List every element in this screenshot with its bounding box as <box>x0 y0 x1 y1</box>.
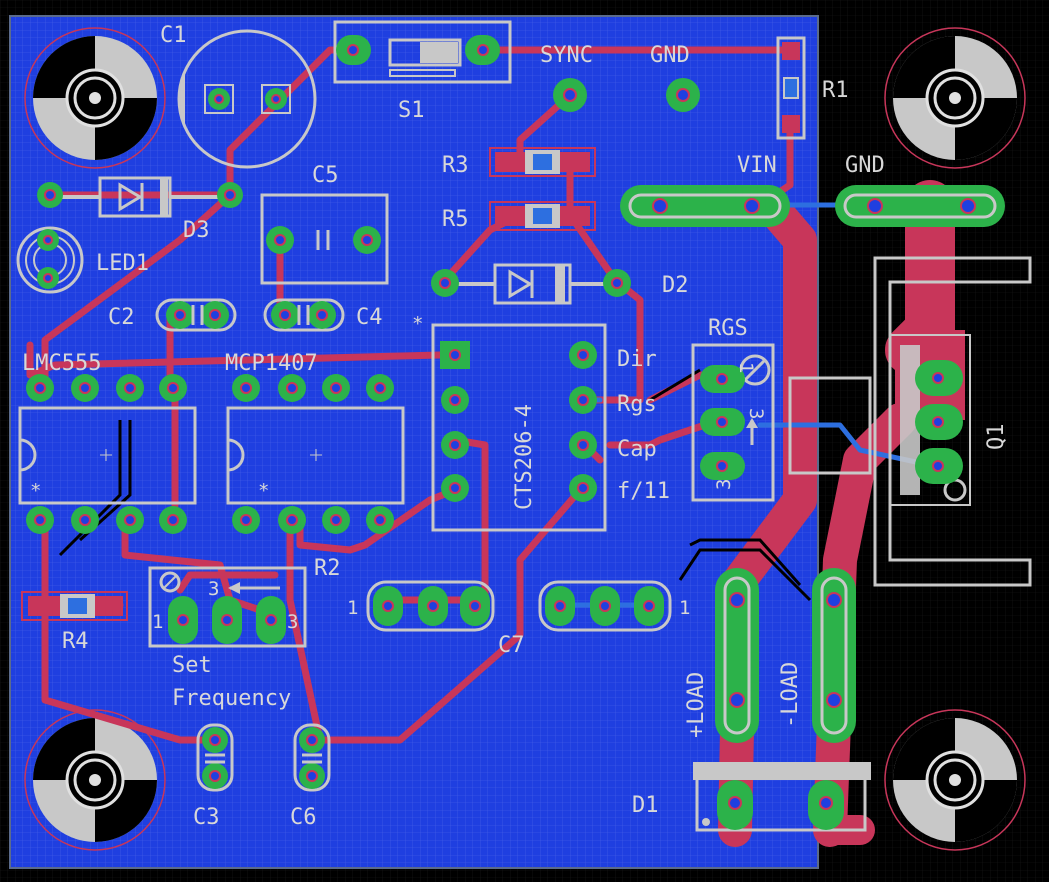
label-led1: LED1 <box>96 251 149 276</box>
label-pot-1: 1 <box>152 611 163 633</box>
capacitor-c2 <box>155 298 237 332</box>
label-r3: R3 <box>442 153 469 178</box>
diode-d2 <box>431 263 631 305</box>
label-cap: Cap <box>617 437 657 462</box>
label-c4: C4 <box>356 305 383 330</box>
label-r5: R5 <box>442 207 469 232</box>
capacitor-c4 <box>263 298 345 332</box>
label-rgs-pot-3: 3 <box>745 408 767 419</box>
label-vin: VIN <box>737 153 777 178</box>
label-rgs-pin: Rgs <box>617 392 657 417</box>
capacitor-c6 <box>293 723 331 792</box>
svg-text:*: * <box>258 480 269 502</box>
ic-mcp1407: * <box>226 374 405 534</box>
label-dir: Dir <box>617 347 657 372</box>
diode-d1 <box>693 762 871 832</box>
label-rgs: RGS <box>708 316 748 341</box>
label-d1: D1 <box>632 793 659 818</box>
label-hdr-left-1: 1 <box>347 597 358 619</box>
label-rgs-pot-3b: 3 <box>713 479 735 490</box>
label-gnd-right: GND <box>845 153 885 178</box>
label-cts206: CTS206-4 <box>512 404 537 510</box>
label-mcp1407: MCP1407 <box>225 351 318 376</box>
label-gnd-top: GND <box>650 43 690 68</box>
label-frequency: Frequency <box>172 686 291 711</box>
resistor-r4 <box>21 591 128 621</box>
resistor-r1 <box>776 36 806 140</box>
terminal-minus-load[interactable] <box>812 568 856 743</box>
label-c6: C6 <box>290 805 317 830</box>
terminal-plus-load[interactable] <box>715 568 759 743</box>
label-s1: S1 <box>398 98 425 123</box>
testpoint-sync[interactable] <box>553 78 587 112</box>
label-r4: R4 <box>62 629 89 654</box>
label-hdr-right-1: 1 <box>679 597 690 619</box>
mounting-hole-tr <box>884 27 1026 169</box>
label-c3: C3 <box>193 805 220 830</box>
switch-s1[interactable] <box>333 20 512 84</box>
label-r2: R2 <box>314 556 341 581</box>
testpoint-gnd[interactable] <box>666 78 700 112</box>
label-sync: SYNC <box>540 43 593 68</box>
terminal-gnd[interactable] <box>835 185 1005 227</box>
label-pot-3-right: 3 <box>287 611 298 633</box>
diode-d3 <box>37 176 243 218</box>
label-plus-load: +LOAD <box>684 672 709 738</box>
header-left[interactable] <box>366 580 495 632</box>
resistor-r5 <box>489 201 596 231</box>
label-lmc555: LMC555 <box>22 351 101 376</box>
label-c1: C1 <box>160 23 187 48</box>
label-c2: C2 <box>108 305 135 330</box>
capacitor-c1 <box>177 29 317 169</box>
capacitor-c3 <box>196 723 234 792</box>
label-c5: C5 <box>312 163 339 188</box>
label-f11: f/11 <box>617 479 670 504</box>
svg-text:*: * <box>30 480 41 502</box>
header-right[interactable] <box>538 580 672 632</box>
label-c7: C7 <box>498 633 525 658</box>
label-pot-3: 3 <box>208 578 219 600</box>
label-rgs-pot-1: 1 <box>735 362 757 373</box>
origin-markers <box>100 449 322 461</box>
trimpot-rgs[interactable]: 1 3 3 <box>691 343 775 502</box>
ic-lmc555: * <box>18 374 197 534</box>
resistor-r3 <box>489 147 596 177</box>
capacitor-c5 <box>260 193 389 285</box>
label-set: Set <box>172 653 212 678</box>
mounting-hole-br <box>884 709 1026 851</box>
label-d3: D3 <box>183 218 210 243</box>
mounting-hole-bl <box>24 709 166 851</box>
label-d2: D2 <box>662 273 689 298</box>
label-q1: Q1 <box>984 424 1009 451</box>
svg-text:*: * <box>412 313 423 335</box>
led-led1 <box>16 226 84 294</box>
mounting-hole-tl <box>24 27 166 169</box>
label-minus-load: -LOAD <box>778 662 803 728</box>
trimpot-set-frequency[interactable] <box>148 566 307 648</box>
terminal-vin[interactable] <box>620 185 790 227</box>
transistor-q1: Q1 <box>788 256 1032 587</box>
ic-cts206: * CTS206-4 <box>412 313 607 532</box>
label-r1: R1 <box>822 78 849 103</box>
